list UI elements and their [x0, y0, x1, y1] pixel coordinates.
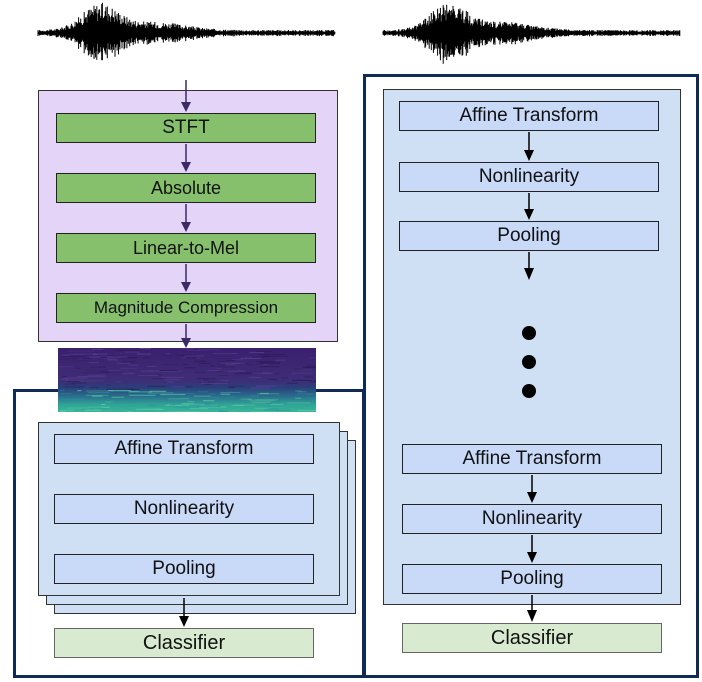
absolute-box: Absolute [56, 173, 316, 203]
right-classifier-box: Classifier [402, 623, 662, 653]
waveform-left [37, 2, 336, 61]
magnitude-compression-box: Magnitude Compression [56, 293, 316, 323]
left-nonlinearity-box: Nonlinearity [54, 494, 314, 524]
spectrogram-image [58, 348, 316, 412]
left-affine-transform-box: Affine Transform [54, 434, 314, 464]
right-pooling-box-top: Pooling [399, 221, 659, 251]
right-nonlinearity-box-top: Nonlinearity [399, 162, 659, 192]
right-pooling-box-bottom: Pooling [402, 564, 662, 594]
right-model-frame [363, 74, 699, 678]
waveform-right [382, 4, 681, 64]
right-affine-transform-box-top: Affine Transform [399, 101, 659, 131]
ellipsis-dot-2 [522, 355, 536, 369]
right-nonlinearity-box-bottom: Nonlinearity [402, 504, 662, 534]
ellipsis-dot-3 [522, 384, 536, 398]
ellipsis-dot-1 [522, 326, 536, 340]
left-pooling-box: Pooling [54, 554, 314, 584]
stft-box: STFT [56, 113, 316, 143]
linear-to-mel-box: Linear-to-Mel [56, 233, 316, 263]
left-classifier-box: Classifier [54, 628, 314, 658]
right-affine-transform-box-bottom: Affine Transform [402, 444, 662, 474]
